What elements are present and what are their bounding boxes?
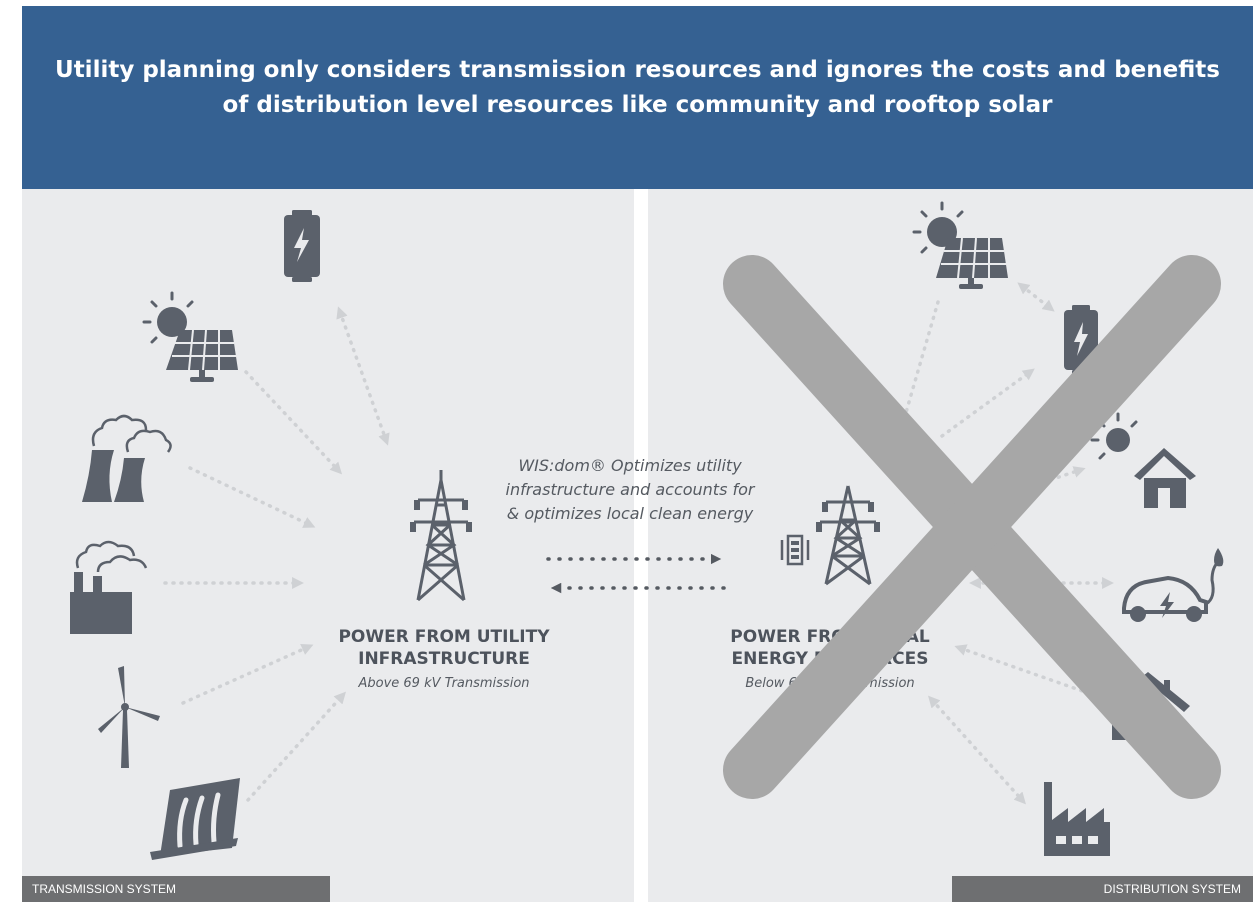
- note-line-1: WIS:dom® Optimizes utility: [518, 456, 742, 475]
- connector-wind-left: [181, 644, 314, 705]
- connector-battery-left: [336, 306, 390, 446]
- header-banner: Utility planning only considers transmis…: [22, 6, 1253, 189]
- cross-stroke-2: [723, 255, 1221, 799]
- transmission-tower-icon-right: [820, 485, 876, 586]
- connector-dam-left: [246, 691, 346, 802]
- connector-factory-right: [928, 695, 1026, 805]
- cooling-tower-icon: [82, 414, 172, 502]
- transmission-tower-icon: [414, 470, 468, 602]
- transformer-icon: [780, 534, 810, 566]
- connector-solar-battery-right: [1017, 282, 1055, 312]
- distribution-system-label: DISTRIBUTION SYSTEM: [952, 876, 1253, 902]
- solar-home-icon: [1090, 412, 1196, 508]
- wind-turbine-icon: [98, 666, 160, 768]
- battery-icon: [284, 210, 320, 282]
- hydro-dam-icon: [150, 778, 240, 860]
- note-line-3: & optimizes local clean energy: [506, 504, 754, 523]
- optimization-note: WIS:dom® Optimizes utility infrastructur…: [490, 454, 770, 526]
- note-line-2: infrastructure and accounts for: [505, 480, 755, 499]
- page-title: Utility planning only considers transmis…: [55, 56, 1220, 118]
- transmission-system-label: TRANSMISSION SYSTEM: [22, 876, 330, 902]
- utility-power-heading-line1: POWER FROM UTILITY: [338, 627, 550, 647]
- solar-panel-icon-right: [912, 201, 1008, 289]
- electric-car-icon: [1122, 548, 1224, 622]
- utility-power-subtitle: Above 69 kV Transmission: [358, 676, 530, 691]
- utility-power-heading: POWER FROM UTILITY INFRASTRUCTURE: [310, 626, 578, 670]
- factory-icon-right: [1044, 782, 1110, 856]
- connector-solar-left: [244, 370, 343, 475]
- factory-icon: [70, 540, 148, 634]
- utility-power-heading-line2: INFRASTRUCTURE: [358, 649, 530, 669]
- solar-panel-icon: [142, 291, 238, 382]
- connector-battery-right: [940, 368, 1035, 438]
- connector-tower-left: [188, 466, 316, 528]
